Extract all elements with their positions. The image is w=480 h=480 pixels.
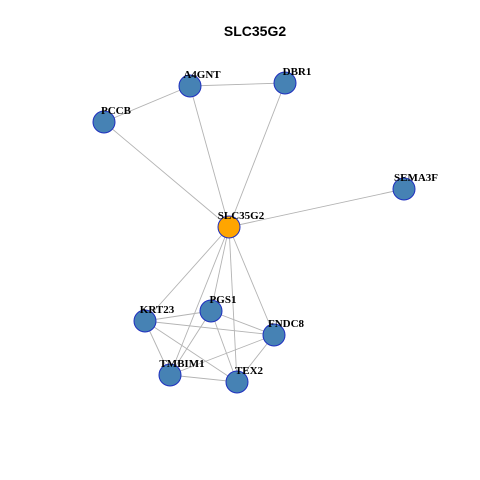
diagram-title: SLC35G2 [224,23,286,39]
node-layer [92,71,416,394]
edge-a4gnt-pccb [103,85,191,123]
edge-pgs1-tmbim1 [169,310,212,376]
node-label-slc35g2: SLC35G2 [218,210,265,222]
node-label-dbr1: DBR1 [283,66,312,78]
edge-fndc8-tmbim1 [169,334,275,376]
edge-slc35g2-dbr1 [228,82,286,228]
edge-slc35g2-pgs1 [210,226,230,312]
node-a4gnt [178,74,202,98]
node-dbr1 [273,71,297,95]
edge-krt23-tex2 [144,320,238,383]
edge-slc35g2-fndc8 [228,226,275,336]
edge-pgs1-tex2 [210,310,238,383]
edge-slc35g2-tex2 [228,226,238,383]
node-label-pccb: PCCB [101,105,132,117]
node-krt23 [133,309,157,333]
node-tmbim1 [158,363,182,387]
node-label-a4gnt: A4GNT [183,69,221,81]
node-sema3f [392,177,416,201]
node-label-fndc8: FNDC8 [268,318,305,330]
edge-slc35g2-a4gnt [189,85,230,228]
edge-slc35g2-tmbim1 [169,226,230,376]
node-label-sema3f: SEMA3F [394,172,438,184]
node-fndc8 [262,323,286,347]
edge-layer [103,82,405,383]
node-slc35g2 [217,215,241,239]
edge-slc35g2-krt23 [144,226,230,322]
edge-slc35g2-sema3f [228,188,405,228]
node-label-tex2: TEX2 [235,365,264,377]
node-label-pgs1: PGS1 [210,294,237,306]
node-label-krt23: KRT23 [140,304,175,316]
edge-a4gnt-dbr1 [189,82,286,87]
node-label-tmbim1: TMBIM1 [159,358,204,370]
node-pccb [92,110,116,134]
node-tex2 [225,370,249,394]
edge-krt23-fndc8 [144,320,275,336]
edge-slc35g2-pccb [103,121,230,228]
node-pgs1 [199,299,223,323]
